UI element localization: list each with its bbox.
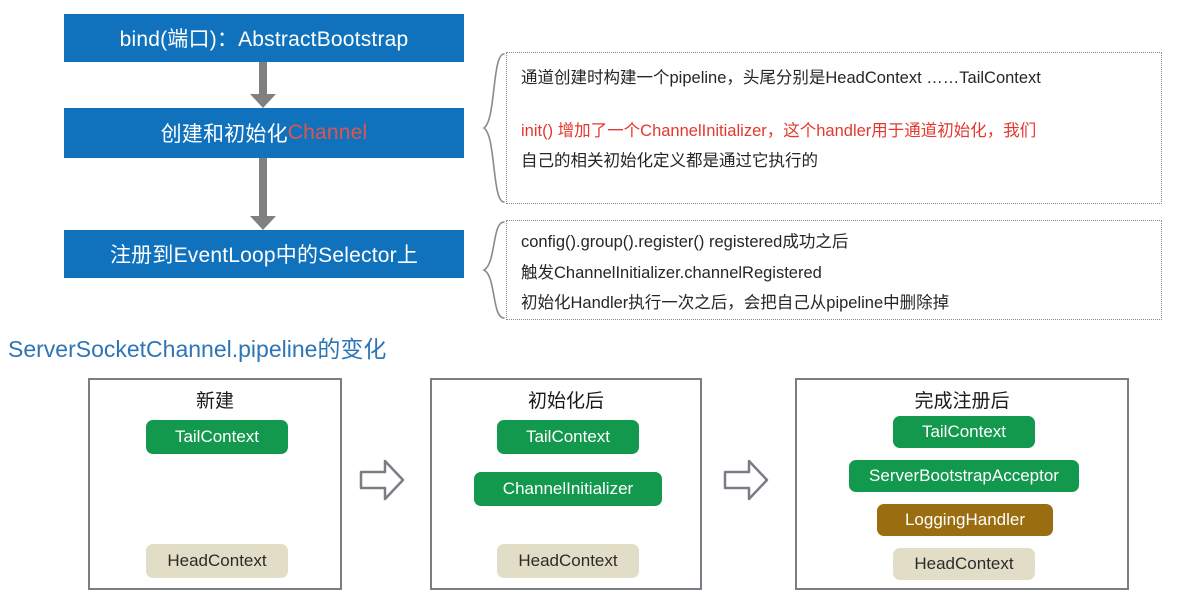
flow-arrow-2 [250, 158, 276, 230]
panel-title: 初始化后 [527, 391, 604, 412]
pipeline-chip-headcontext: HeadContext [893, 548, 1035, 580]
pipeline-chip-headcontext: HeadContext [497, 544, 639, 578]
chip-label: ServerBootstrapAcceptor [869, 466, 1059, 485]
arrow-shaft [259, 158, 267, 216]
arrow-shaft [259, 62, 267, 94]
pipeline-panel-after-register: 完成注册后 TailContext ServerBootstrapAccepto… [795, 378, 1129, 590]
brace-channel-init [482, 53, 505, 203]
note-line: 自己的相关初始化定义都是通过它执行的 [521, 152, 818, 171]
panel-title: 新建 [195, 391, 234, 412]
pipeline-chip-headcontext: HeadContext [146, 544, 288, 578]
flow-step-bind-label: bind(端口)：AbstractBootstrap [119, 28, 409, 51]
note-spacer [521, 94, 1147, 116]
flow-step-bind: bind(端口)：AbstractBootstrap [64, 14, 464, 62]
chip-label: TailContext [921, 422, 1007, 441]
pipeline-panel-new: 新建 TailContext HeadContext [88, 378, 342, 590]
flow-step-accent-channel: Channel [287, 121, 368, 144]
arrow-head-icon [250, 94, 276, 108]
note-register: config().group().register() registered成功… [506, 220, 1162, 320]
chip-label: HeadContext [914, 554, 1014, 573]
flow-step-register-selector-label: 注册到EventLoop中的Selector上 [109, 244, 419, 267]
note-line: config().group().register() registered成功… [521, 233, 849, 251]
note-line: 初始化Handler执行一次之后，会把自己从pipeline中删除掉 [521, 294, 950, 313]
pipeline-panel-after-init: 初始化后 TailContext ChannelInitializer Head… [430, 378, 702, 590]
flow-step-register-selector: 注册到EventLoop中的Selector上 [64, 230, 464, 278]
pipeline-chip-channelinitializer: ChannelInitializer [474, 472, 662, 506]
pipeline-chip-tailcontext: TailContext [497, 420, 639, 454]
note-channel-init: 通道创建时构建一个pipeline，头尾分别是HeadContext ……Tai… [506, 52, 1162, 204]
note-line: 触发ChannelInitializer.channelRegistered [521, 263, 822, 282]
chip-label: TailContext [525, 427, 611, 446]
brace-register [482, 221, 505, 319]
chip-label: ChannelInitializer [502, 479, 634, 498]
note-line: 通道创建时构建一个pipeline，头尾分别是HeadContext ……Tai… [521, 69, 1041, 87]
right-block-arrow-icon-1 [359, 459, 405, 501]
chip-label: HeadContext [518, 551, 618, 570]
pipeline-chip-tailcontext: TailContext [893, 416, 1035, 448]
chip-label: LoggingHandler [904, 510, 1026, 529]
right-block-arrow-icon-2 [723, 459, 769, 501]
panel-title: 完成注册后 [914, 391, 1010, 412]
pipeline-chip-tailcontext: TailContext [146, 420, 288, 454]
pipeline-chip-logginghandler: LoggingHandler [877, 504, 1053, 536]
note-line-highlight: init() 增加了一个ChannelInitializer，这个handler… [521, 121, 1037, 140]
pipeline-chip-serverbootstrapacceptor: ServerBootstrapAcceptor [849, 460, 1079, 492]
chip-label: HeadContext [167, 551, 267, 570]
flow-step-create-init-channel-label: 创建和初始化 [160, 123, 288, 146]
flow-arrow-1 [250, 62, 276, 108]
section-heading: ServerSocketChannel.pipeline的变化 [8, 336, 387, 362]
arrow-head-icon [250, 216, 276, 230]
chip-label: TailContext [174, 427, 260, 446]
